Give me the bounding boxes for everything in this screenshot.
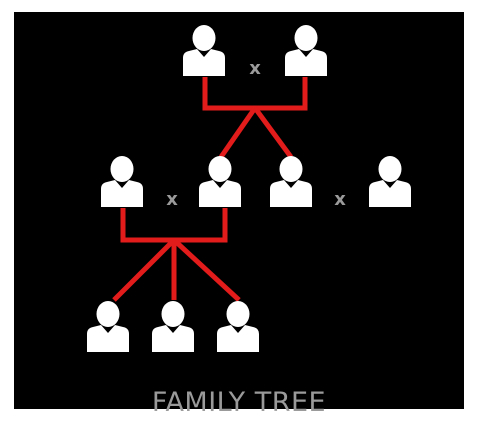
couple-2-to-child-line [172, 238, 241, 302]
person-icon [270, 156, 312, 207]
person-icon [183, 25, 225, 76]
couple-1-bracket [202, 77, 308, 111]
couple-1-to-child-line [218, 106, 258, 159]
person-icon [87, 301, 129, 352]
person-icon [101, 156, 143, 207]
person-icon [369, 156, 411, 207]
couple-2-bracket [120, 208, 228, 243]
couple-2-to-child-line [112, 238, 176, 302]
couple-1-to-child-line [252, 106, 294, 159]
person-icon [199, 156, 241, 207]
family-tree-panel: x x x FAMILY TREE [14, 12, 464, 418]
person-icon [217, 301, 259, 352]
marriage-symbol: x [249, 58, 261, 79]
family-tree-diagram: x x x [87, 25, 411, 352]
marriage-symbol: x [334, 189, 346, 210]
connector-lines [112, 77, 308, 302]
person-icon [285, 25, 327, 76]
caption: FAMILY TREE [151, 387, 327, 418]
marriage-symbol: x [166, 189, 178, 210]
person-icon [152, 301, 194, 352]
